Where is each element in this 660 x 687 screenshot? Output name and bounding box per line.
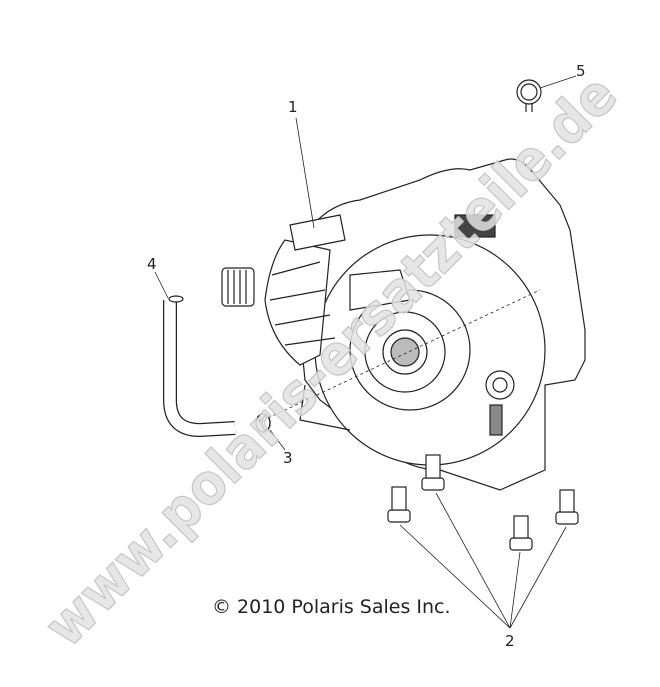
alignment-line [267,289,541,419]
callout-5[interactable]: 5 [576,62,586,80]
callout-4[interactable]: 4 [147,255,157,273]
callout-2[interactable]: 2 [505,632,515,650]
leader-lines [154,75,577,629]
hose-drawing [163,295,236,438]
copyright-text: © 2010 Polaris Sales Inc. [212,596,451,618]
clamp-drawing [516,79,542,112]
gearcase-drawing [221,158,586,491]
callout-3[interactable]: 3 [283,449,293,467]
plug-drawing [255,413,271,433]
bolts-drawing [387,454,579,551]
callout-1[interactable]: 1 [288,98,298,116]
